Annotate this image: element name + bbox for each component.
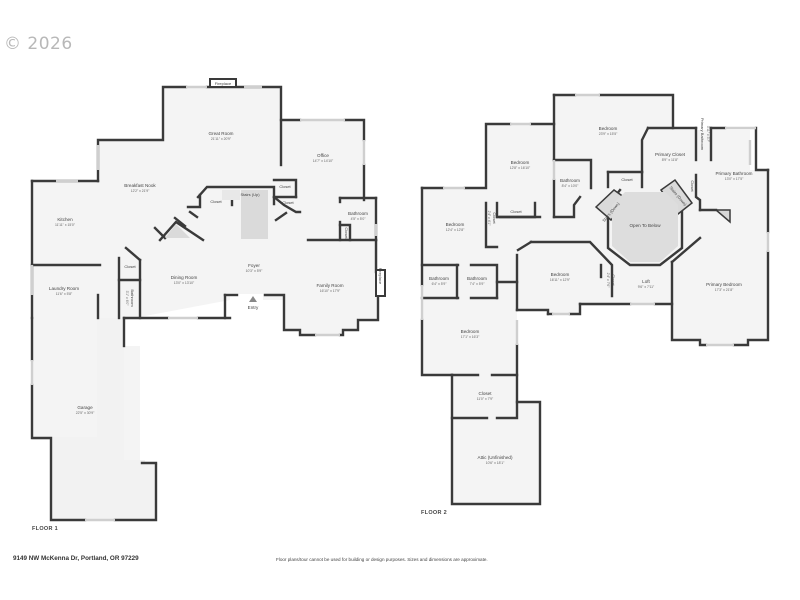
room-label: Bathroom <box>560 178 580 183</box>
room-dims: 17'1" x 16'3" <box>461 335 480 339</box>
room-dims: 6'4" x 5'9" <box>432 282 448 286</box>
room-dims: 12'4" x 12'8" <box>446 228 465 232</box>
room-label: Bedroom <box>461 329 480 334</box>
room-dims: 10'3" x 5'9" <box>246 269 264 273</box>
floor-1-labels: Fireplace Great Room 21'11" x 20'9" Offi… <box>49 81 383 415</box>
room-label: Garage <box>77 405 93 410</box>
room-label: Closet <box>690 180 695 192</box>
room-label: Fireplace <box>378 268 383 285</box>
room-dims: 2'4" x 4'1" <box>487 211 491 227</box>
room-dims: 13'0" x 17'5" <box>725 177 744 181</box>
room-label: Bathroom <box>348 211 368 216</box>
room-label: Closet <box>210 199 222 204</box>
room-dims: 11'11" x 15'0" <box>55 223 76 227</box>
room-label: Closet <box>344 227 349 239</box>
room-label: Bedroom <box>599 126 618 131</box>
room-dims: 13'0" x 13'10" <box>174 281 195 285</box>
room-dims: 22'5" x 30'9" <box>76 411 95 415</box>
room-label: Bathroom <box>429 276 449 281</box>
room-label: Entry <box>248 305 259 310</box>
floor-1-label: FLOOR 1 <box>32 526 58 532</box>
room-dims: 8'4" x 10'0" <box>562 184 580 188</box>
room-label: Loft <box>642 279 650 284</box>
room-label: Closet <box>124 264 136 269</box>
room-dims: 14'7" x 14'10" <box>313 159 334 163</box>
room-dims: 10'6" x 18'1" <box>486 461 505 465</box>
room-label: Open To Below <box>629 223 661 228</box>
room-label: Attic (Unfinished) <box>478 455 513 460</box>
room-label: Breakfast Nook <box>124 183 156 188</box>
room-label: Bedroom <box>446 222 465 227</box>
room-dims: 7'4" x 5'9" <box>470 282 486 286</box>
room-dims: 3'11" x 3'7" <box>706 126 710 143</box>
room-label: Great Room <box>208 131 233 136</box>
room-label: Closet <box>621 177 633 182</box>
room-dims: 3'1" x 6'0" <box>125 291 129 307</box>
room-label: Office <box>317 153 329 158</box>
stairs-up-hatch <box>241 190 268 239</box>
room-label: Kitchen <box>57 217 73 222</box>
room-label: Primary Bedroom <box>706 282 742 287</box>
fireplace-box-2 <box>375 269 386 297</box>
room-label: Primary Bathroom <box>700 118 705 151</box>
disclaimer-text: Floor plans/tour cannot be used for buil… <box>276 557 488 562</box>
room-label: Primary Closet <box>655 152 686 157</box>
room-label: Bedroom <box>511 160 530 165</box>
room-dims: 11'0" x 7'9" <box>477 397 494 401</box>
room-label: Fireplace <box>215 81 232 86</box>
copyright-watermark: © 2026 <box>4 34 73 54</box>
property-address: 9149 NW McKenna Dr, Portland, OR 97229 <box>13 555 139 562</box>
room-dims: 12'2" x 21'9" <box>131 189 150 193</box>
room-label: Primary Bathroom <box>715 171 752 176</box>
room-dims: 16'11" x 12'9" <box>550 278 571 282</box>
room-label: Closet <box>492 212 497 224</box>
room-label: Foyer <box>248 263 260 268</box>
room-dims: 9'6" x 7'11" <box>638 285 655 289</box>
entry-arrow-icon <box>249 296 257 302</box>
room-label: Closet <box>510 209 522 214</box>
room-label: Bathroom <box>130 289 135 307</box>
room-label: Closet <box>282 200 294 205</box>
room-dims: 4'5" x 5'0" <box>351 217 367 221</box>
open-to-below-area <box>612 192 678 262</box>
room-label: Laundry Room <box>49 286 79 291</box>
room-dims: 12'8" x 16'10" <box>510 166 531 170</box>
room-label: Family Room <box>316 283 343 288</box>
room-label: Closet <box>611 274 616 286</box>
room-dims: 11'6" x 5'8" <box>56 292 73 296</box>
room-dims: 8'9" x 11'8" <box>662 158 679 162</box>
room-dims: 17'3" x 21'8" <box>715 288 734 292</box>
room-label: Dining Room <box>171 275 198 280</box>
floor-2-plan <box>420 93 770 506</box>
fireplace-box <box>209 78 237 88</box>
room-label: Closet <box>279 184 291 189</box>
room-dims: 21'11" x 20'9" <box>211 137 232 141</box>
room-label: Bathroom <box>467 276 487 281</box>
room-label: Stairs (Up) <box>240 192 260 197</box>
floor-1-plan <box>30 78 386 522</box>
room-dims: 16'10" x 17'9" <box>320 289 341 293</box>
room-dims: 2'4" x 7'6" <box>606 273 610 289</box>
floor-2-label: FLOOR 2 <box>421 510 447 516</box>
room-label: Bedroom <box>551 272 570 277</box>
room-dims: 23'9" x 15'5" <box>599 132 618 136</box>
room-label: Closet <box>478 391 492 396</box>
